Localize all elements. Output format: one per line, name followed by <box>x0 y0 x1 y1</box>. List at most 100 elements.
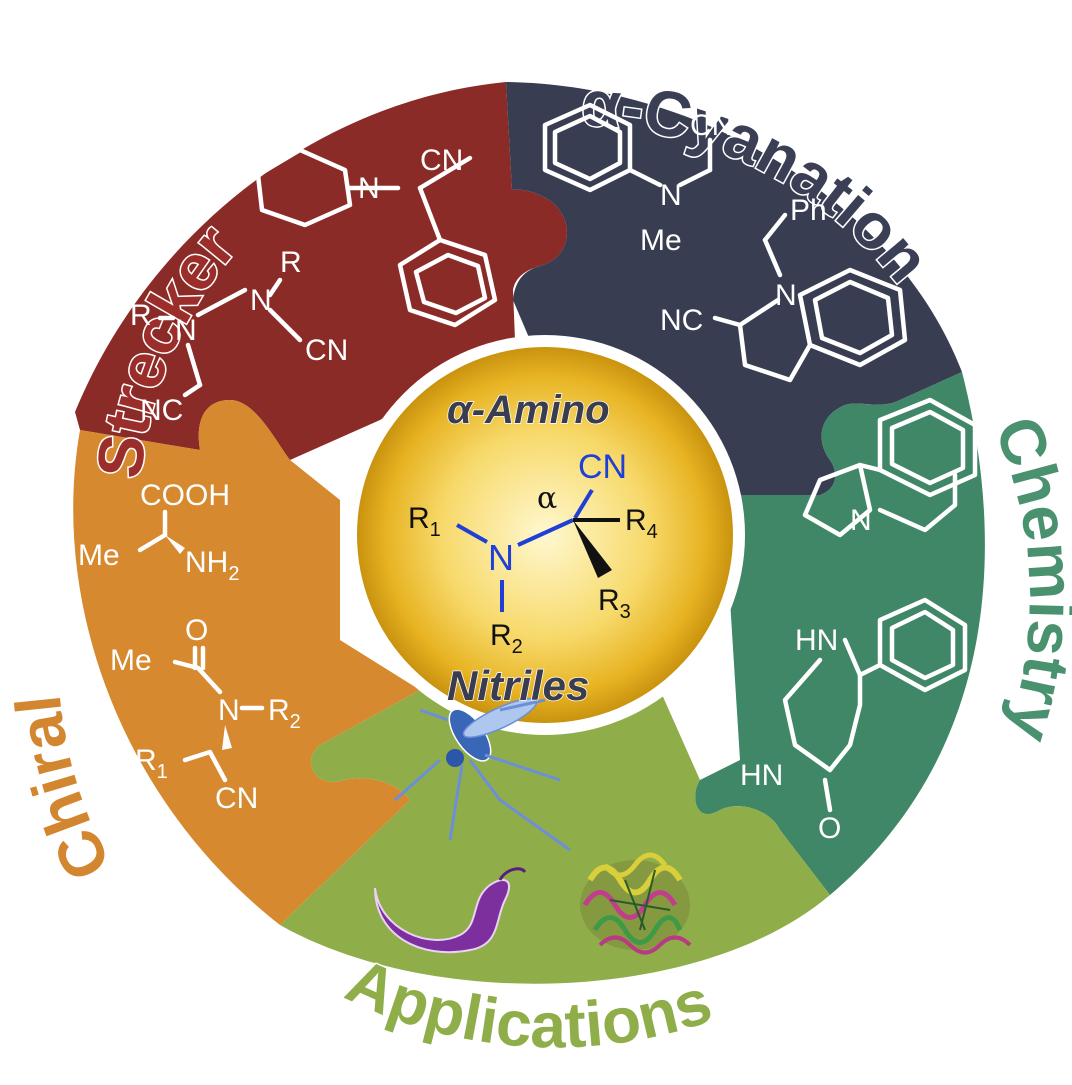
strecker-n2: N <box>175 314 197 347</box>
cyanation-me: Me <box>640 224 682 257</box>
r1-n-bond <box>456 523 488 544</box>
r2-sub: 2 <box>290 711 301 733</box>
chiral-me1: Me <box>78 539 120 572</box>
bond <box>267 307 303 343</box>
r1-sub: 1 <box>430 519 441 541</box>
bond <box>627 167 663 188</box>
bond <box>762 212 788 243</box>
trypanosome-icon <box>374 867 527 954</box>
chiral-me2: Me <box>110 644 152 677</box>
strecker-r-left: R <box>130 299 152 332</box>
bond <box>677 167 713 188</box>
chiral-title-path: Chiral <box>0 690 126 893</box>
azepine-ring <box>782 657 863 773</box>
bond <box>857 462 883 473</box>
r2-letter: R <box>490 619 512 652</box>
center-r4: R4 <box>625 504 658 543</box>
applications-sector <box>280 690 830 984</box>
center-n: N <box>488 537 514 578</box>
center-cn: CN <box>578 448 627 486</box>
r2-text: R <box>268 694 290 727</box>
cyanation-n1: N <box>660 179 682 212</box>
r4-sub: 4 <box>647 521 658 543</box>
aniline-inner <box>552 113 623 182</box>
chiral-o: O <box>185 614 208 647</box>
bond <box>762 237 783 278</box>
mosquito-icon <box>394 698 571 852</box>
strecker-nc: NC <box>140 394 183 427</box>
carbonyl <box>822 777 833 813</box>
bond <box>712 315 743 328</box>
bond <box>172 659 201 671</box>
r1-letter: R <box>408 502 430 535</box>
strecker-cn1: CN <box>420 144 463 177</box>
phenyl-ring <box>397 237 498 328</box>
cyanation-n2: N <box>775 279 797 312</box>
bond <box>417 185 443 243</box>
center-circle <box>357 347 733 723</box>
bond <box>267 277 283 298</box>
bond <box>182 749 228 783</box>
r4-letter: R <box>625 504 647 537</box>
r3-letter: R <box>598 584 620 617</box>
cyanation-cn: CN <box>690 109 733 142</box>
center-r1: R1 <box>408 502 441 541</box>
cyanation-structures: CN N Me Ph N NC <box>542 102 908 383</box>
strecker-structures: CN N R R N N CN NC <box>130 144 498 427</box>
chiral-n: N <box>218 694 240 727</box>
center-title-top: α-Amino <box>447 388 610 432</box>
chiral-sector <box>73 400 420 925</box>
center-r2: R2 <box>490 619 523 658</box>
nh2-sub: 2 <box>228 563 239 585</box>
r1-text: R <box>135 744 157 777</box>
r2-sub: 2 <box>512 636 523 658</box>
wedge-bond <box>165 535 185 554</box>
pyrrole-ring <box>802 462 873 538</box>
center-alpha: α <box>537 481 557 516</box>
strecker-cn2: CN <box>305 334 348 367</box>
chiral-structures: COOH Me NH2 O Me N R2 R1 CN <box>78 479 301 815</box>
r1-sub: 1 <box>157 761 168 783</box>
strecker-n1: N <box>358 172 380 205</box>
protein-structure-icon <box>580 852 692 955</box>
dihydro-ring <box>877 472 958 533</box>
indole-inner <box>889 609 956 681</box>
chiral-title: Chiral <box>2 692 125 892</box>
wedge-bond <box>573 520 612 578</box>
chemistry-n1: N <box>850 504 872 537</box>
bond <box>195 287 248 318</box>
cyanation-sector <box>506 82 962 495</box>
chemistry-hn-top: HN <box>795 624 838 657</box>
chiral-nh2: NH2 <box>185 546 239 585</box>
bond <box>137 532 168 553</box>
benzo-inner-top <box>889 409 966 486</box>
chiral-r2: R2 <box>268 694 301 733</box>
phenyl-inner <box>413 252 488 316</box>
center-r3: R3 <box>598 584 631 623</box>
chiral-cn: CN <box>215 782 258 815</box>
cyanation-nc: NC <box>660 304 703 337</box>
strecker-r-top: R <box>280 246 302 279</box>
chemistry-title: Chemistry <box>981 407 1072 750</box>
chiral-r1: R1 <box>135 744 168 783</box>
chemistry-structures: N HN HN O <box>740 397 978 845</box>
center-structure: α-Amino CN α R1 N R4 R3 R2 Nitriles <box>408 387 658 710</box>
n-c-bond <box>517 518 574 547</box>
chemistry-sector <box>695 372 985 895</box>
applications-illustrations <box>374 698 692 955</box>
nh2-text: NH <box>185 546 228 579</box>
chiral-cooh: COOH <box>140 479 230 512</box>
quinoline-inner <box>812 279 895 356</box>
r3-sub: 3 <box>620 601 631 623</box>
bond <box>417 155 473 191</box>
saturated-ring <box>737 297 813 383</box>
cn-bond <box>573 488 594 520</box>
bond <box>185 342 203 388</box>
bond <box>195 665 223 695</box>
strecker-n3: N <box>250 284 272 317</box>
bond <box>182 382 203 398</box>
chemistry-title-path: Chemistry <box>980 405 1072 751</box>
center-title-bottom: Nitriles <box>447 662 589 709</box>
